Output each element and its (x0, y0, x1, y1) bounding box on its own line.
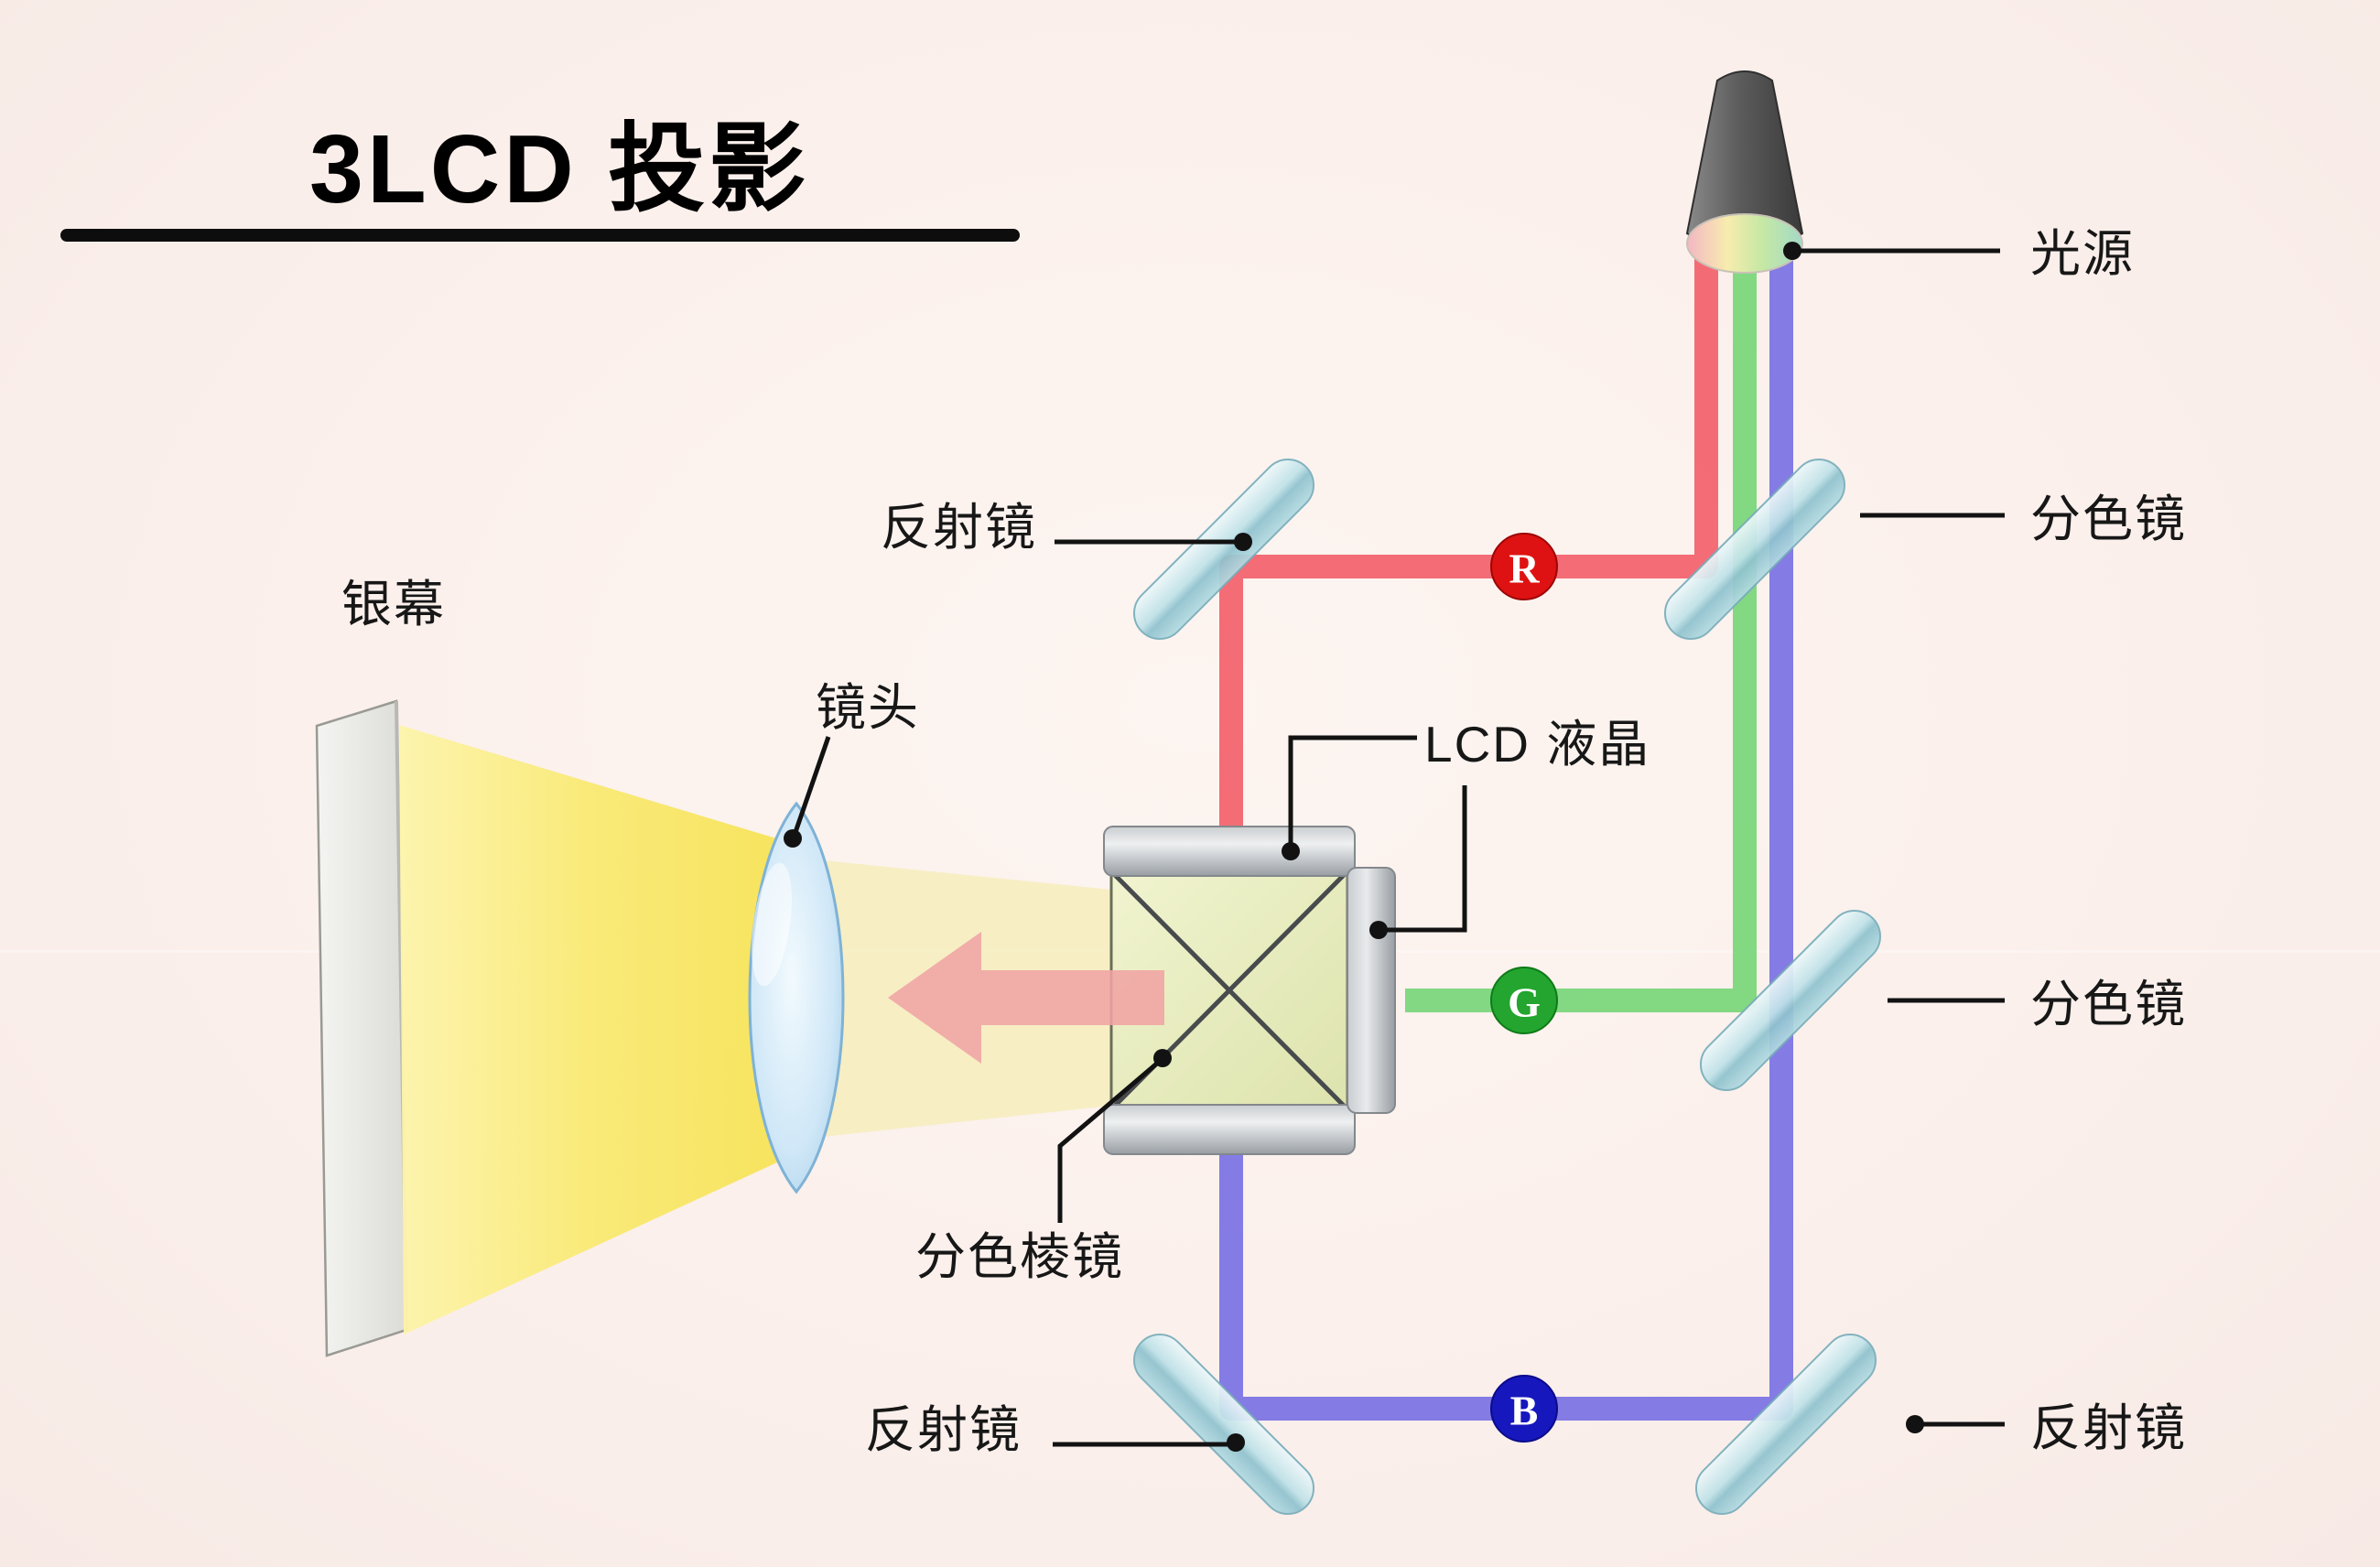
dot-lens (784, 829, 802, 848)
label-dichroic-mirror-middle: 分色镜 (2030, 976, 2188, 1032)
label-line-lens (792, 736, 831, 836)
label-line-lcd-right (1384, 785, 1467, 933)
label-dichroic-mirror-top: 分色镜 (2030, 491, 2188, 547)
label-lcd-panel: LCD 液晶 (1424, 716, 1651, 773)
red-light-path (1219, 240, 1718, 856)
dot-light-source (1783, 242, 1801, 260)
dot-lcd-top (1282, 842, 1300, 860)
dot-prism (1153, 1049, 1172, 1067)
label-light-source: 光源 (2030, 225, 2136, 282)
page-title: 3LCD 投影 (309, 115, 810, 223)
badge-red: R (1490, 533, 1558, 600)
label-anchor-dots (784, 242, 1924, 1452)
lens-illustration (748, 801, 845, 1194)
lcd-panel-top (1103, 826, 1356, 877)
projection-beam (399, 725, 813, 1335)
label-line-lcd-top (1288, 735, 1417, 848)
badge-blue: B (1490, 1375, 1558, 1443)
badge-green-letter: G (1508, 979, 1541, 1026)
dot-mirror-bottom-left (1227, 1433, 1245, 1452)
lcd-panel-right (1347, 867, 1396, 1114)
badge-green: G (1490, 967, 1558, 1034)
reflect-mirror-bottom-right-glass (1694, 1333, 1877, 1516)
dichroic-mirror-middle-glass (1699, 909, 1882, 1092)
lcd-panel-bottom (1103, 1104, 1356, 1155)
dot-mirror-bottom-right (1906, 1415, 1924, 1433)
label-line-prism (1057, 1060, 1161, 1223)
dot-lcd-right (1369, 921, 1388, 939)
label-screen: 银幕 (341, 576, 447, 632)
light-source-illustration (1685, 70, 1804, 274)
badge-blue-letter: B (1510, 1388, 1539, 1434)
title-underline (60, 229, 1020, 242)
screen-panel (315, 699, 408, 1357)
label-reflect-mirror-top-left: 反射镜 (881, 499, 1038, 556)
dot-mirror-top-left (1234, 533, 1252, 551)
direction-arrow (888, 932, 1164, 1064)
label-lens: 镜头 (816, 679, 921, 736)
label-reflect-mirror-bottom-left: 反射镜 (865, 1401, 1022, 1458)
label-leader-lines (792, 248, 2005, 1447)
reflect-mirror-top-left-glass (1132, 458, 1315, 641)
label-dichroic-prism: 分色棱镜 (915, 1228, 1125, 1285)
dichroic-mirror-top-glass (1663, 458, 1846, 641)
label-reflect-mirror-bottom-right: 反射镜 (2030, 1399, 2188, 1456)
badge-red-letter: R (1509, 546, 1540, 592)
